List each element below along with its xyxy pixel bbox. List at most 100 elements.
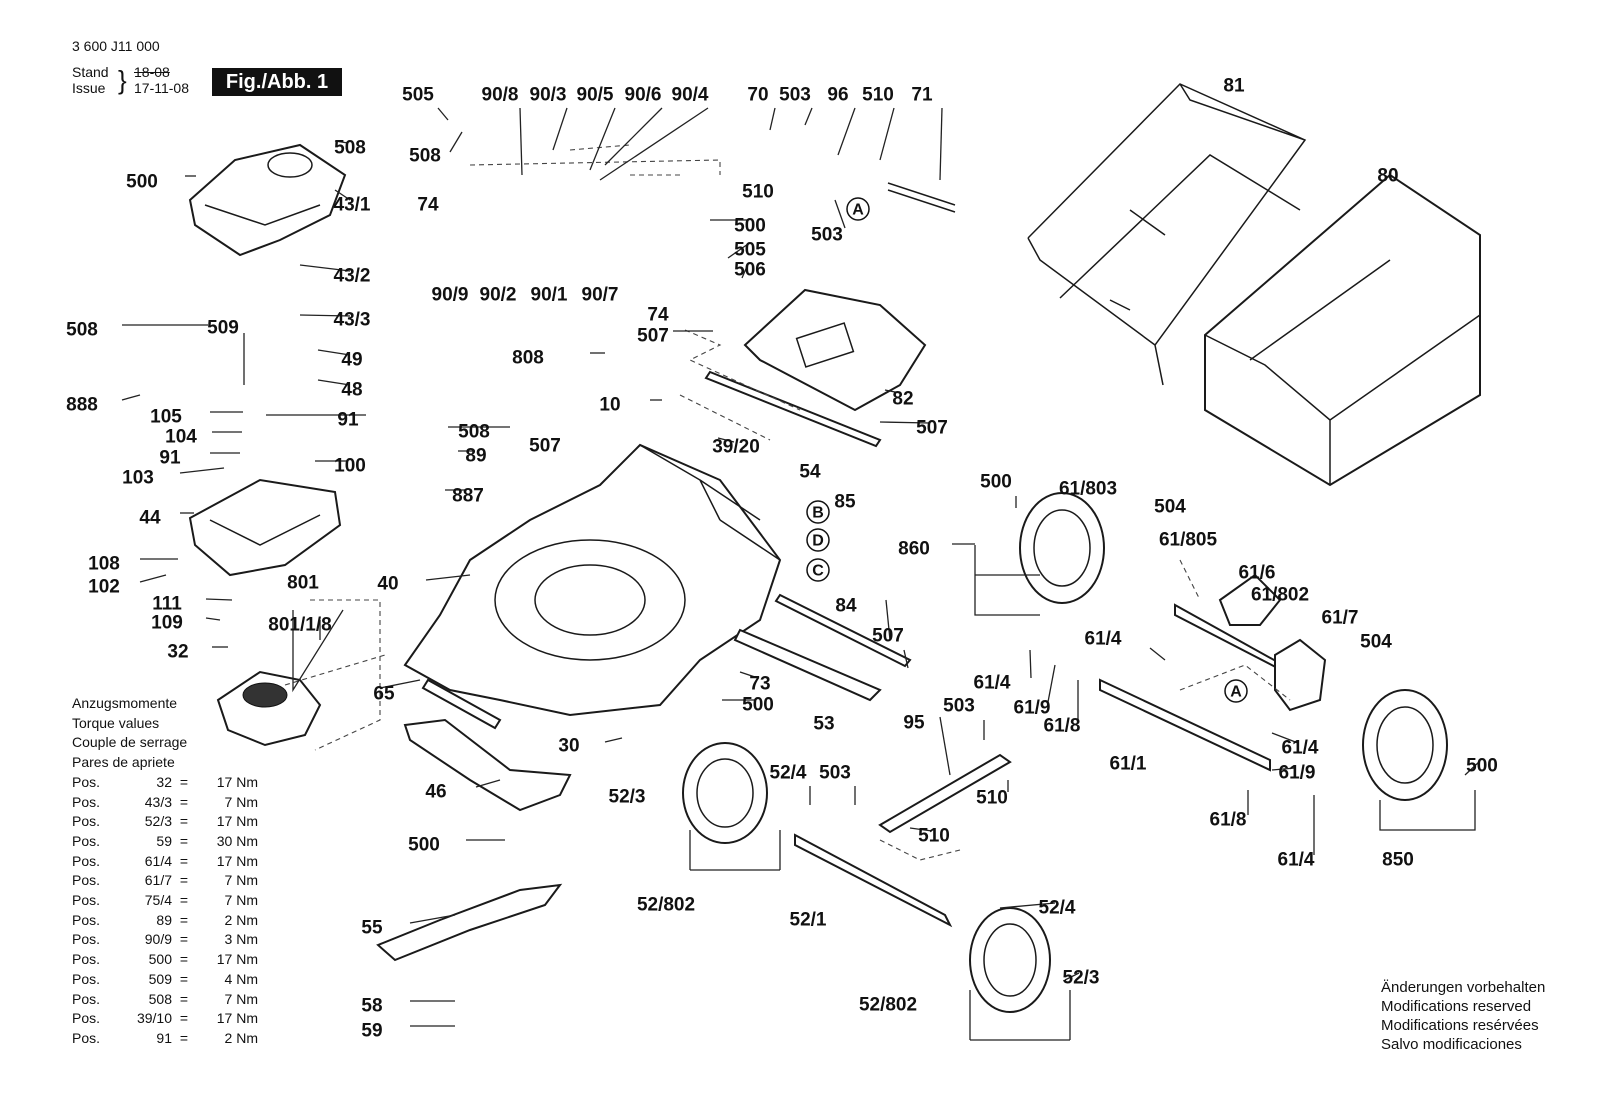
rear-axle xyxy=(1099,678,1271,772)
torque-item: 61/7 xyxy=(144,872,172,889)
callout-leader xyxy=(425,574,471,581)
part-callout: 801/1/8 xyxy=(268,615,331,636)
torque-value: 30 Nm xyxy=(216,832,258,849)
torque-equals: = xyxy=(179,911,189,928)
part-callout: 91 xyxy=(159,448,181,469)
torque-item: 32 xyxy=(156,773,172,790)
part-callout: 507 xyxy=(529,436,561,457)
rod-65 xyxy=(421,678,502,730)
torque-value: 17 Nm xyxy=(216,1010,258,1027)
part-callout: 500 xyxy=(742,695,774,716)
callout-leader xyxy=(409,914,456,924)
part-callout: 90/3 xyxy=(530,85,567,106)
wheel-front-left xyxy=(682,742,768,844)
note-line: Änderungen vorbehalten xyxy=(1381,979,1546,996)
rod-54 xyxy=(704,370,882,448)
part-callout: 503 xyxy=(819,763,851,784)
torque-row: Pos.52/3=17 Nm xyxy=(72,812,258,832)
torque-row: Pos.509=4 Nm xyxy=(72,970,258,990)
part-callout: 96 xyxy=(827,85,848,106)
mower-deck xyxy=(403,443,782,717)
torque-pos: Pos. xyxy=(72,931,101,948)
torque-equals: = xyxy=(179,813,189,830)
part-callout: 54 xyxy=(799,462,821,483)
torque-item: 90/9 xyxy=(144,931,172,948)
torque-value: 7 Nm xyxy=(224,872,258,889)
part-callout: 48 xyxy=(341,380,362,401)
torque-equals: = xyxy=(179,793,189,810)
callout-leader xyxy=(1271,732,1299,744)
torque-item: 500 xyxy=(148,951,172,968)
callout-leader xyxy=(179,467,225,474)
torque-row: Pos.75/4=7 Nm xyxy=(72,891,258,911)
torque-value: 3 Nm xyxy=(224,931,258,948)
part-callout: 70 xyxy=(747,85,768,106)
callout-leader xyxy=(741,263,749,279)
part-callout: 510 xyxy=(742,182,774,203)
callout-leader xyxy=(804,107,813,126)
spring-71 xyxy=(887,182,956,213)
torque-pos: Pos. xyxy=(72,951,101,968)
callout-leader xyxy=(739,671,759,679)
rod-53 xyxy=(733,628,882,702)
torque-equals: = xyxy=(179,970,189,987)
torque-title-en: Torque values xyxy=(72,714,160,731)
reference-marker: D xyxy=(812,533,824,550)
callout-leader xyxy=(879,421,931,424)
torque-row: Pos.508=7 Nm xyxy=(72,990,258,1010)
note-line: Modifications resérvées xyxy=(1381,1017,1539,1034)
part-callout: 55 xyxy=(361,918,383,939)
part-callout: 65 xyxy=(373,684,395,705)
callout-leader xyxy=(205,617,221,621)
torque-pos: Pos. xyxy=(72,793,101,810)
torque-item: 59 xyxy=(156,832,172,849)
callout-leader xyxy=(519,107,523,176)
torque-row: Pos.61/7=7 Nm xyxy=(72,871,258,891)
callout-leader xyxy=(903,649,909,669)
part-callout: 507 xyxy=(637,326,669,347)
callout-leader xyxy=(727,243,749,259)
callout-leader xyxy=(1271,767,1296,771)
torque-title-fr: Couple de serrage xyxy=(72,734,188,751)
part-callout: 90/8 xyxy=(482,85,519,106)
document-number: 3 600 J11 000 xyxy=(72,38,160,54)
part-callout: 508 xyxy=(458,422,490,443)
part-callout: 90/1 xyxy=(531,285,568,306)
callout-leader xyxy=(317,379,351,386)
issue-label: Issue xyxy=(72,80,106,96)
torque-row: Pos.91=2 Nm xyxy=(72,1029,258,1049)
torque-pos: Pos. xyxy=(72,1029,101,1046)
part-callout: 61/803 xyxy=(1059,479,1117,500)
part-callout: 61/4 xyxy=(1278,850,1315,871)
callout-leader xyxy=(299,314,351,317)
part-callout: 84 xyxy=(835,596,857,617)
torque-value: 2 Nm xyxy=(224,1029,258,1046)
callout-leader xyxy=(589,107,616,171)
part-callout: 52/4 xyxy=(1039,898,1076,919)
part-callout: 500 xyxy=(980,472,1012,493)
part-callout: 507 xyxy=(916,418,948,439)
callout-leader xyxy=(1064,972,1080,981)
part-callout: 52/3 xyxy=(1063,968,1100,989)
part-callout: 888 xyxy=(66,395,98,416)
torque-pos: Pos. xyxy=(72,813,101,830)
torque-row: Pos.61/4=17 Nm xyxy=(72,852,258,872)
callout-leader xyxy=(317,349,351,356)
part-callout: 61/4 xyxy=(974,673,1011,694)
torque-row: Pos.89=2 Nm xyxy=(72,911,258,931)
part-callout: 43/3 xyxy=(334,310,371,331)
torque-pos: Pos. xyxy=(72,892,101,909)
part-callout: 850 xyxy=(1382,850,1414,871)
stand-label: Stand xyxy=(72,64,109,80)
torque-row: Pos.59=30 Nm xyxy=(72,832,258,852)
part-callout: 808 xyxy=(512,348,544,369)
part-callout: 46 xyxy=(425,782,446,803)
wheel-rear-right xyxy=(1362,689,1448,801)
part-callout: 510 xyxy=(862,85,894,106)
torque-title-es: Pares de apriete xyxy=(72,754,175,771)
torque-pos: Pos. xyxy=(72,990,101,1007)
reference-marker-circle xyxy=(806,558,830,582)
part-callout: 103 xyxy=(122,468,154,489)
reference-marker: A xyxy=(1230,684,1242,701)
part-callout: 80 xyxy=(1377,166,1398,187)
